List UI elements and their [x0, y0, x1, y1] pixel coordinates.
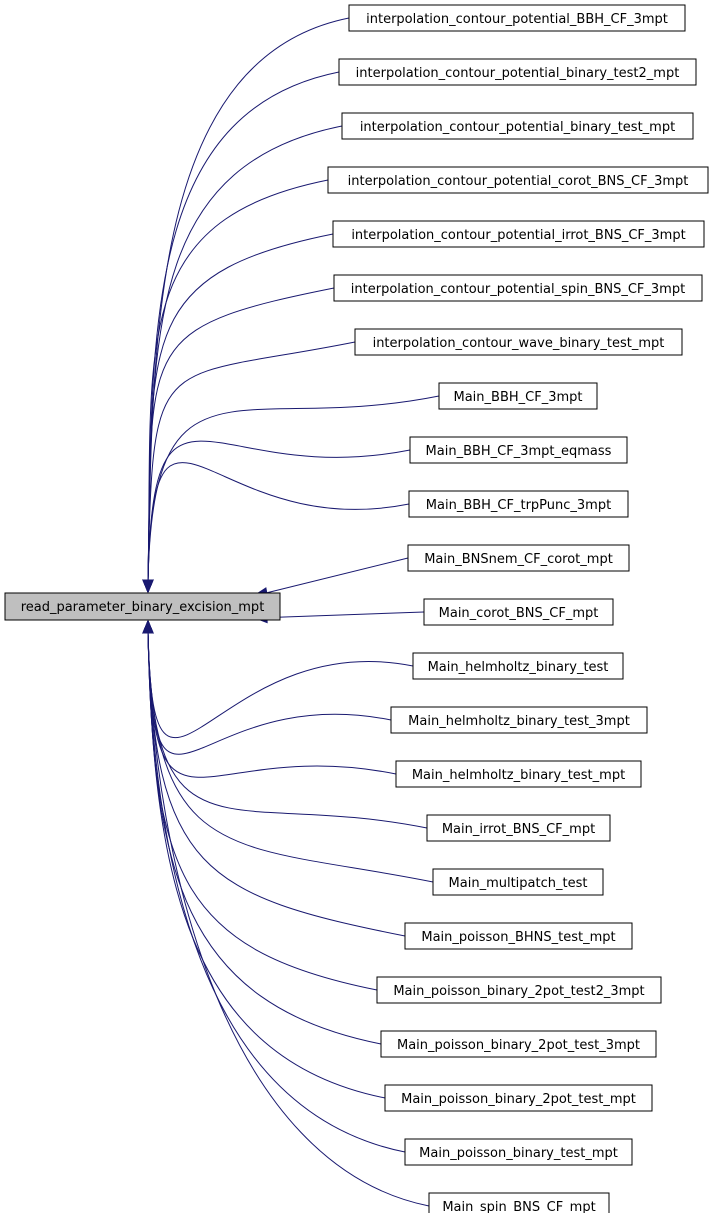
call-edge: [266, 611, 425, 619]
caller-node-layer: interpolation_contour_potential_BBH_CF_3…: [327, 4, 709, 1213]
caller-node-label: interpolation_contour_potential_BBH_CF_3…: [366, 12, 668, 27]
caller-node-label: Main_helmholtz_binary_test_3mpt: [408, 714, 630, 729]
call-arrowhead: [142, 579, 154, 594]
caller-node-box: [404, 1138, 633, 1166]
caller-node-label: Main_poisson_binary_test_mpt: [419, 1146, 618, 1161]
caller-node-box: [428, 1192, 610, 1213]
caller-node[interactable]: Main_helmholtz_binary_test_3mpt: [390, 706, 648, 734]
caller-node-label: Main_poisson_binary_2pot_test_3mpt: [397, 1038, 640, 1053]
call-edge: [147, 631, 382, 1045]
caller-node-box: [404, 922, 633, 950]
caller-node[interactable]: Main_irrot_BNS_CF_mpt: [426, 814, 611, 842]
call-edge: [147, 631, 406, 1153]
caller-node-box: [426, 814, 611, 842]
caller-node-label: Main_helmholtz_binary_test_mpt: [412, 768, 625, 783]
caller-node[interactable]: Main_multipatch_test: [432, 868, 604, 896]
caller-node-box: [341, 112, 694, 140]
caller-node-label: Main_BNSnem_CF_corot_mpt: [424, 552, 613, 567]
caller-node-box: [407, 544, 630, 572]
root-node-label: read_parameter_binary_excision_mpt: [21, 600, 265, 615]
caller-node[interactable]: Main_poisson_binary_2pot_test_mpt: [384, 1084, 653, 1112]
call-edge: [147, 631, 406, 937]
caller-node[interactable]: Main_poisson_binary_2pot_test2_3mpt: [376, 976, 662, 1004]
call-edge: [147, 287, 335, 582]
caller-node-box: [354, 328, 683, 356]
caller-node-box: [390, 706, 648, 734]
call-edge: [266, 557, 409, 594]
call-edge: [147, 17, 350, 582]
call-edge: [147, 341, 356, 582]
call-edge: [147, 631, 397, 778]
caller-node-box: [376, 976, 662, 1004]
caller-node-box: [432, 868, 604, 896]
edge-layer: [147, 17, 440, 1207]
root-node[interactable]: read_parameter_binary_excision_mpt: [4, 592, 281, 621]
caller-node[interactable]: Main_helmholtz_binary_test_mpt: [395, 760, 642, 788]
call-edge: [147, 631, 378, 991]
call-edge: [147, 395, 440, 582]
caller-node[interactable]: interpolation_contour_wave_binary_test_m…: [354, 328, 683, 356]
caller-node-label: Main_BBH_CF_trpPunc_3mpt: [426, 498, 611, 513]
caller-node-box: [409, 436, 628, 464]
caller-node-label: Main_poisson_binary_2pot_test2_3mpt: [393, 984, 644, 999]
caller-node-label: interpolation_contour_potential_corot_BN…: [348, 174, 689, 189]
caller-node-label: Main_poisson_binary_2pot_test_mpt: [401, 1092, 636, 1107]
caller-node-box: [333, 274, 703, 302]
caller-node[interactable]: Main_poisson_BHNS_test_mpt: [404, 922, 633, 950]
caller-node[interactable]: Main_BBH_CF_3mpt: [438, 382, 598, 410]
caller-node-box: [438, 382, 598, 410]
caller-node[interactable]: Main_poisson_binary_test_mpt: [404, 1138, 633, 1166]
caller-node-label: interpolation_contour_potential_spin_BNS…: [351, 282, 685, 297]
caller-node[interactable]: Main_BBH_CF_3mpt_eqmass: [409, 436, 628, 464]
caller-node-label: interpolation_contour_potential_binary_t…: [356, 66, 680, 81]
caller-node[interactable]: Main_BNSnem_CF_corot_mpt: [407, 544, 630, 572]
caller-node[interactable]: Main_poisson_binary_2pot_test_3mpt: [380, 1030, 657, 1058]
caller-node-label: Main_multipatch_test: [449, 876, 588, 891]
caller-node[interactable]: interpolation_contour_potential_irrot_BN…: [332, 220, 705, 248]
caller-node-box: [408, 490, 629, 518]
call-edge: [147, 631, 414, 739]
caller-node[interactable]: interpolation_contour_potential_binary_t…: [338, 58, 697, 86]
caller-node-box: [327, 166, 709, 194]
call-edge: [147, 440, 411, 582]
call-edge: [147, 71, 340, 582]
caller-node-label: Main_helmholtz_binary_test: [428, 660, 609, 675]
caller-node-box: [384, 1084, 653, 1112]
call-edge: [147, 179, 329, 582]
caller-node-box: [332, 220, 705, 248]
caller-node[interactable]: interpolation_contour_potential_spin_BNS…: [333, 274, 703, 302]
caller-node-box: [423, 598, 614, 626]
caller-node-label: Main_BBH_CF_3mpt_eqmass: [426, 444, 612, 459]
caller-node[interactable]: interpolation_contour_potential_BBH_CF_3…: [348, 4, 686, 32]
caller-node-label: interpolation_contour_potential_binary_t…: [360, 120, 675, 135]
caller-node-label: Main_poisson_BHNS_test_mpt: [421, 930, 615, 945]
caller-node-box: [380, 1030, 657, 1058]
caller-node-box: [348, 4, 686, 32]
caller-node-label: Main_BBH_CF_3mpt: [454, 390, 583, 405]
caller-node[interactable]: interpolation_contour_potential_corot_BN…: [327, 166, 709, 194]
call-edge: [147, 631, 434, 883]
call-edge: [147, 631, 430, 1207]
call-edge: [147, 462, 410, 582]
call-arrowhead: [142, 619, 154, 634]
caller-node-box: [412, 652, 624, 680]
call-edge: [147, 631, 428, 829]
root-node-box: [4, 592, 281, 621]
call-edge: [147, 125, 343, 582]
caller-node-label: Main_irrot_BNS_CF_mpt: [442, 822, 595, 837]
caller-node-label: Main_corot_BNS_CF_mpt: [439, 606, 599, 621]
caller-node-box: [395, 760, 642, 788]
caller-node-box: [338, 58, 697, 86]
call-edge: [147, 631, 386, 1099]
caller-node[interactable]: Main_helmholtz_binary_test: [412, 652, 624, 680]
caller-node-label: Main_spin_BNS_CF_mpt: [442, 1200, 595, 1213]
caller-node-label: interpolation_contour_wave_binary_test_m…: [373, 336, 665, 351]
caller-node[interactable]: Main_BBH_CF_trpPunc_3mpt: [408, 490, 629, 518]
call-edge: [147, 233, 334, 582]
caller-node[interactable]: interpolation_contour_potential_binary_t…: [341, 112, 694, 140]
caller-node-label: interpolation_contour_potential_irrot_BN…: [351, 228, 685, 243]
caller-node[interactable]: Main_corot_BNS_CF_mpt: [423, 598, 614, 626]
caller-node[interactable]: Main_spin_BNS_CF_mpt: [428, 1192, 610, 1213]
